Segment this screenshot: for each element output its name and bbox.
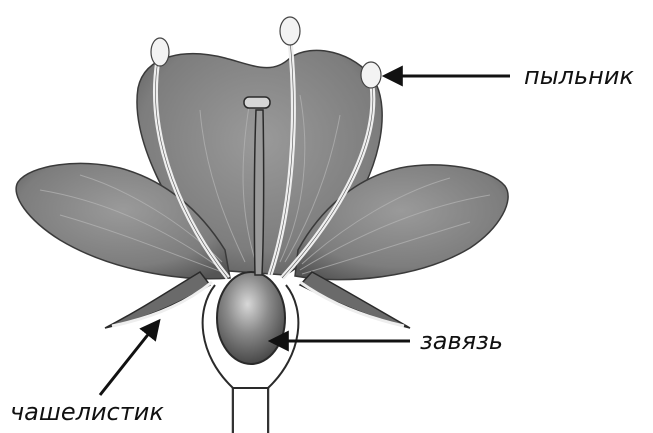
anther-label: пыльник <box>524 62 634 90</box>
sepal-right <box>300 272 410 328</box>
sepal-arrow <box>100 322 158 395</box>
ovary-shape <box>217 272 285 364</box>
ovary-label: завязь <box>420 327 503 355</box>
flower-stalk <box>233 385 268 433</box>
sepal-left <box>105 272 212 328</box>
sepal-label: чашелистик <box>10 398 164 426</box>
